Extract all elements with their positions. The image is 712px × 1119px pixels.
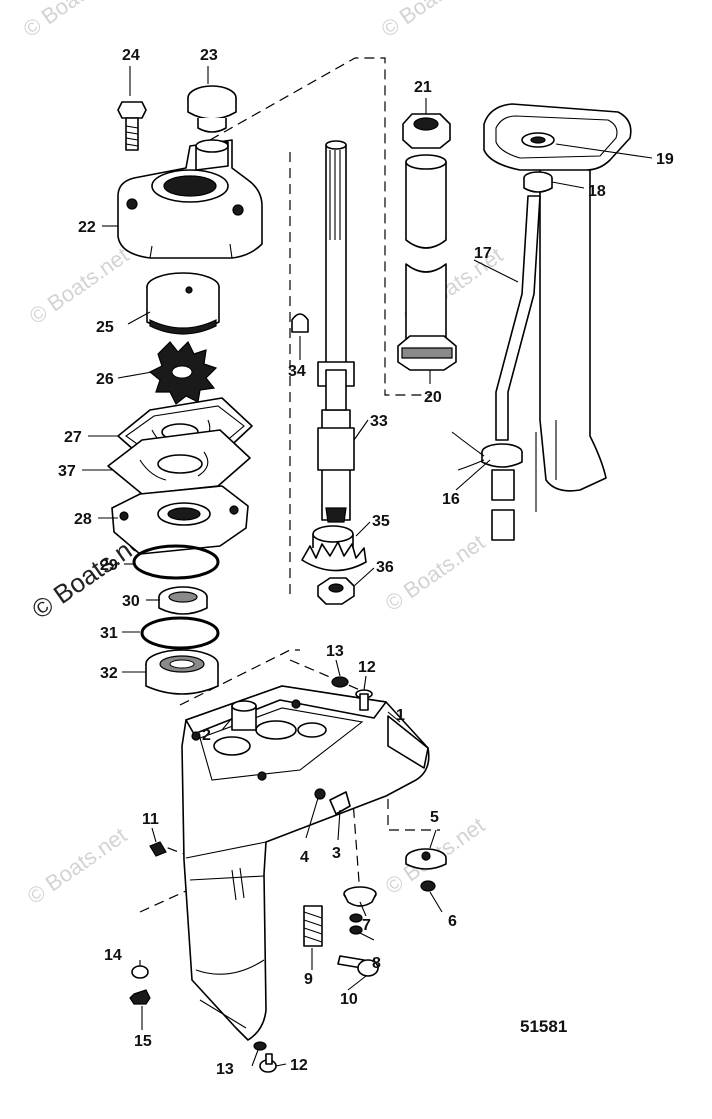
washer-3	[329, 791, 351, 815]
callout-3: 3	[332, 845, 341, 862]
callout-24: 24	[122, 47, 140, 64]
screw-12-top	[355, 689, 373, 711]
callout-1: 1	[396, 707, 405, 724]
tube-stub-lower	[491, 509, 515, 541]
leader-lines	[82, 66, 653, 1067]
callout-21: 21	[414, 79, 432, 96]
callout-13-bottom: 13	[216, 1061, 234, 1078]
plug-4	[314, 788, 326, 800]
callout-33: 33	[370, 413, 388, 430]
callout-12-top: 12	[358, 659, 376, 676]
callout-numbers: 24 23 22 25 26 27 37 28 29 30 31 32 34 3…	[58, 47, 674, 1078]
callout-30: 30	[122, 593, 140, 610]
callout-9: 9	[304, 971, 313, 988]
callout-17: 17	[474, 245, 492, 262]
pinion-gear-35	[301, 525, 367, 572]
nut-36	[317, 577, 355, 605]
bearing-32	[145, 649, 219, 695]
pump-base-28	[111, 485, 249, 555]
callout-15: 15	[134, 1033, 152, 1050]
washer-14	[131, 965, 149, 979]
centerline-water-pump	[209, 57, 430, 396]
seal-16	[451, 431, 523, 471]
callout-32: 32	[100, 665, 118, 682]
bearing-30	[158, 586, 208, 615]
seal-20	[397, 335, 457, 371]
watermark-mid-right-2: © Boats.net	[381, 529, 490, 616]
anode-5	[405, 848, 447, 870]
grommet-18	[523, 171, 553, 193]
watermark-mid-left: © Boats.net	[25, 242, 134, 329]
callout-29: 29	[100, 557, 118, 574]
callout-35: 35	[372, 513, 390, 530]
callout-26: 26	[96, 371, 114, 388]
centerline-anode-5	[387, 735, 440, 831]
callout-2: 2	[202, 727, 211, 744]
screw-11	[149, 841, 167, 857]
screw-12-bottom	[259, 1053, 277, 1073]
callout-12-bottom: 12	[290, 1057, 308, 1074]
seal-21	[402, 113, 451, 149]
face-plate-37	[107, 429, 251, 495]
impeller-26	[148, 340, 218, 405]
spring-9	[303, 905, 323, 947]
callout-6: 6	[448, 913, 457, 930]
callout-14: 14	[104, 947, 122, 964]
callout-37: 37	[58, 463, 76, 480]
nut-15	[129, 989, 151, 1005]
screw-6	[420, 880, 436, 892]
water-tube-seal-assembly	[397, 113, 457, 371]
callout-31: 31	[100, 625, 118, 642]
water-pump-housing-22	[117, 139, 263, 259]
exhaust-housing	[539, 149, 607, 492]
centerline-screw-12	[289, 659, 361, 691]
callout-25: 25	[96, 319, 114, 336]
driveshaft-housing-assembly	[451, 103, 632, 541]
callout-8: 8	[372, 955, 381, 972]
callout-34: 34	[288, 363, 306, 380]
key-34	[291, 313, 309, 333]
gear-housing-assembly	[129, 676, 447, 1073]
callout-5: 5	[430, 809, 439, 826]
callout-16: 16	[442, 491, 460, 508]
callout-28: 28	[74, 511, 92, 528]
watermark-top-left: © Boats.net	[19, 0, 128, 42]
washer-13-top	[331, 676, 349, 688]
o-ring-29	[132, 544, 220, 580]
o-ring-31	[140, 616, 220, 650]
callout-4: 4	[300, 849, 309, 866]
anode-2	[231, 700, 257, 731]
grommet-23	[187, 85, 237, 133]
tube-upper	[405, 154, 447, 249]
screw-10	[337, 955, 379, 977]
callout-10: 10	[340, 991, 358, 1008]
drawing-reference-number: 51581	[520, 1017, 567, 1036]
tube-stub	[491, 469, 515, 501]
plug-7	[343, 886, 377, 923]
water-pump-assembly	[107, 85, 263, 695]
callout-20: 20	[424, 389, 442, 406]
water-tube-17	[495, 195, 541, 441]
callout-22: 22	[78, 219, 96, 236]
bolt-24	[117, 101, 147, 151]
washer-13-bottom	[253, 1041, 267, 1051]
watermark-top-center: © Boats.net	[377, 0, 486, 42]
callout-36: 36	[376, 559, 394, 576]
grommet-top	[521, 132, 555, 148]
callout-13-top: 13	[326, 643, 344, 660]
driveshaft-33	[317, 140, 355, 523]
callout-11: 11	[142, 811, 159, 828]
adapter-plate-19	[483, 103, 632, 171]
callout-23: 23	[200, 47, 218, 64]
callout-18: 18	[588, 183, 606, 200]
callout-19: 19	[656, 151, 674, 168]
gear-housing-1	[181, 685, 430, 1041]
callout-7: 7	[362, 917, 371, 934]
driveshaft-assembly	[291, 140, 367, 605]
tube-lower	[405, 263, 447, 341]
watermark-bottom-left: © Boats.net	[23, 822, 132, 909]
callout-27: 27	[64, 429, 82, 446]
pump-insert-25	[146, 272, 220, 335]
